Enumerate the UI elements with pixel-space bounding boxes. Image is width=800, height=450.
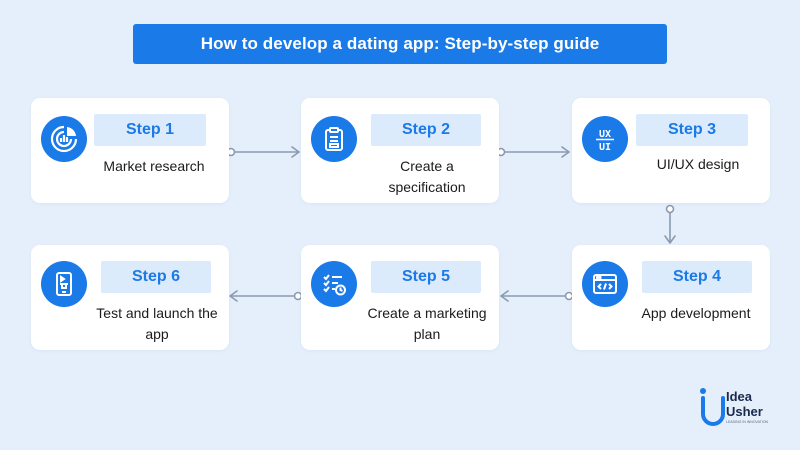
step-label: Step 2	[371, 114, 481, 146]
step-card-2: Step 2 Create a specification	[301, 98, 499, 203]
step-description: App development	[641, 305, 751, 321]
svg-text:UI: UI	[599, 142, 611, 153]
logo-tagline: LEADING IN INNOVATION	[726, 420, 769, 424]
page-title: How to develop a dating app: Step-by-ste…	[133, 24, 667, 64]
step-label: Step 5	[371, 261, 481, 293]
step-description: Market research	[103, 158, 205, 174]
code-window-icon	[582, 261, 628, 307]
logo-line1: Idea	[726, 389, 753, 404]
step-card-3: UX UI Step 3 UI/UX design	[572, 98, 770, 203]
step-description: Create a marketing plan	[367, 305, 487, 342]
checklist-icon	[311, 261, 357, 307]
step-card-4: Step 4 App development	[572, 245, 770, 350]
clipboard-icon	[311, 116, 357, 162]
ux-ui-icon: UX UI	[582, 116, 628, 162]
connector-5-6	[229, 290, 303, 302]
mobile-test-icon	[41, 261, 87, 307]
step-label: Step 1	[94, 114, 206, 146]
connector-3-4	[664, 204, 676, 244]
step-description: UI/UX design	[656, 156, 740, 172]
connector-2-3	[496, 146, 570, 158]
step-label: Step 6	[101, 261, 211, 293]
step-label: Step 3	[636, 114, 748, 146]
idea-usher-logo: Idea Usher LEADING IN INNOVATION	[698, 386, 778, 426]
connector-1-2	[226, 146, 300, 158]
step-label: Step 4	[642, 261, 752, 293]
step-description: Create a specification	[388, 158, 466, 195]
connector-4-5	[500, 290, 574, 302]
logo-line2: Usher	[726, 404, 763, 419]
svg-text:UX: UX	[599, 129, 611, 140]
step-card-5: Step 5 Create a marketing plan	[301, 245, 499, 350]
step-card-1: Step 1 Market research	[31, 98, 229, 203]
step-card-6: Step 6 Test and launch the app	[31, 245, 229, 350]
chart-target-icon	[41, 116, 87, 162]
step-description: Test and launch the app	[96, 305, 218, 342]
